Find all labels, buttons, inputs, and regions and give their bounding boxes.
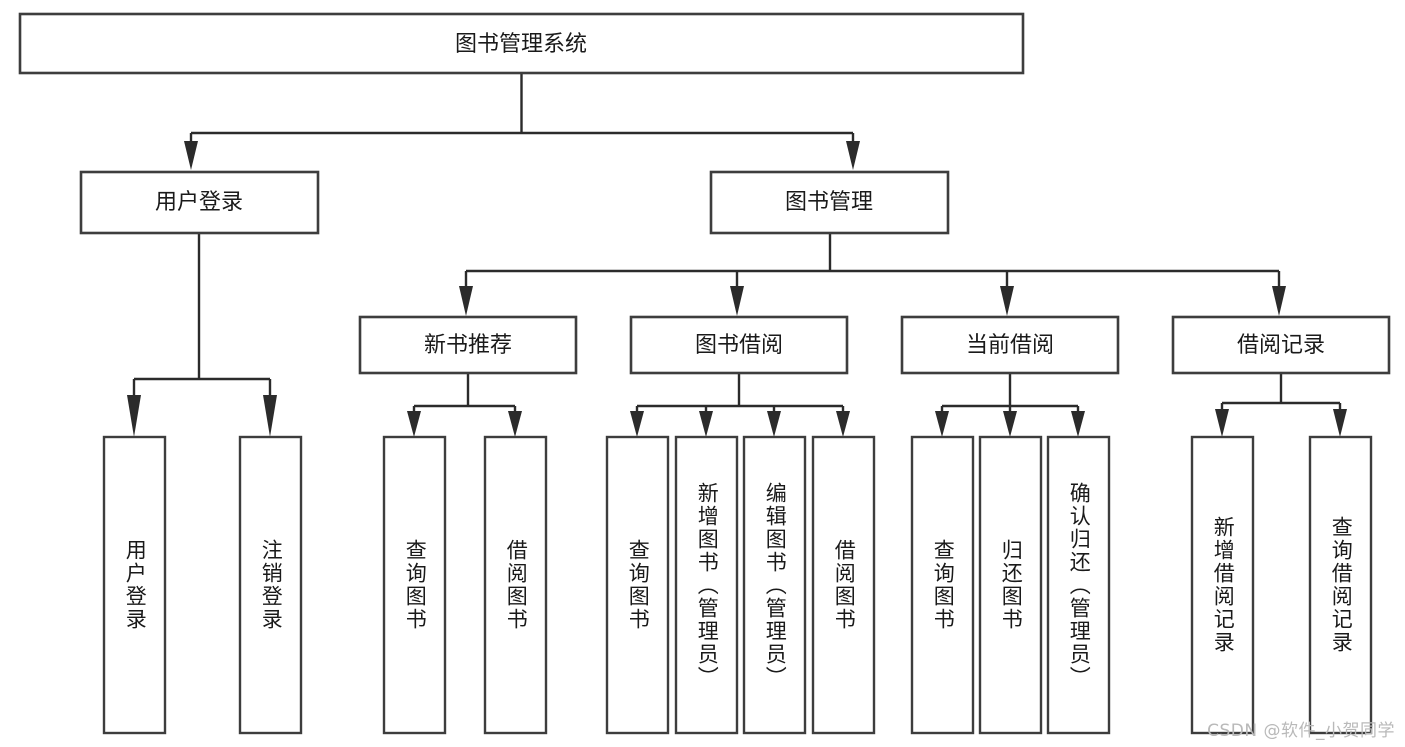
arrow-book-manage xyxy=(846,141,860,170)
node-leaf-confirm-return[interactable] xyxy=(1046,435,1111,735)
arrow-leaf-query-book-1 xyxy=(407,411,421,437)
arrow-borrow-record xyxy=(1272,286,1286,316)
arrow-leaf-query-record xyxy=(1333,409,1347,437)
arrow-leaf-edit-book xyxy=(767,411,781,437)
node-leaf-user-login[interactable] xyxy=(102,435,167,735)
node-leaf-query-book-1[interactable] xyxy=(382,435,447,735)
arrow-current-borrow xyxy=(1000,286,1014,316)
node-leaf-edit-book[interactable] xyxy=(742,435,807,735)
node-leaf-query-book-3[interactable] xyxy=(910,435,975,735)
node-box-group xyxy=(18,12,1391,735)
node-leaf-logout[interactable] xyxy=(238,435,303,735)
node-book-borrow[interactable] xyxy=(629,315,849,375)
label-book-manage: 图书管理 xyxy=(785,190,873,215)
arrow-leaf-user-login xyxy=(127,395,141,437)
label-user-login: 用户登录 xyxy=(155,190,243,215)
node-leaf-query-book-2[interactable] xyxy=(605,435,670,735)
arrow-leaf-logout xyxy=(263,395,277,437)
arrow-leaf-return-book xyxy=(1003,411,1017,437)
arrow-leaf-add-book xyxy=(699,411,713,437)
arrow-user-login xyxy=(184,141,198,170)
arrow-leaf-borrow-book-1 xyxy=(508,411,522,437)
node-leaf-borrow-book-2[interactable] xyxy=(811,435,876,735)
arrow-leaf-add-record xyxy=(1215,409,1229,437)
node-leaf-return-book[interactable] xyxy=(978,435,1043,735)
watermark-text: CSDN @软件_小贺同学 xyxy=(1207,721,1395,741)
node-leaf-add-record[interactable] xyxy=(1190,435,1255,735)
label-new-book-rec: 新书推荐 xyxy=(424,333,512,358)
arrow-leaf-confirm-return xyxy=(1071,411,1085,437)
node-book-manage[interactable] xyxy=(709,170,950,235)
arrow-book-borrow xyxy=(730,286,744,316)
node-user-login[interactable] xyxy=(79,170,320,235)
horizontal-label-group: 图书管理系统 用户登录 图书管理 新书推荐 图书借阅 当前借阅 借阅记录 xyxy=(155,32,1325,358)
node-leaf-borrow-book-1[interactable] xyxy=(483,435,548,735)
node-leaf-add-book[interactable] xyxy=(674,435,739,735)
arrow-leaf-query-book-3 xyxy=(935,411,949,437)
arrow-leaf-query-book-2 xyxy=(630,411,644,437)
label-current-borrow: 当前借阅 xyxy=(966,333,1054,358)
node-borrow-record[interactable] xyxy=(1171,315,1391,375)
label-borrow-record: 借阅记录 xyxy=(1237,333,1325,358)
label-root: 图书管理系统 xyxy=(455,32,587,57)
node-new-book-rec[interactable] xyxy=(358,315,578,375)
node-current-borrow[interactable] xyxy=(900,315,1120,375)
connector-group xyxy=(127,73,1347,437)
label-book-borrow: 图书借阅 xyxy=(695,333,783,358)
node-root[interactable] xyxy=(18,12,1025,75)
arrow-new-book-rec xyxy=(459,286,473,316)
arrow-leaf-borrow-book-2 xyxy=(836,411,850,437)
node-leaf-query-record[interactable] xyxy=(1308,435,1373,735)
